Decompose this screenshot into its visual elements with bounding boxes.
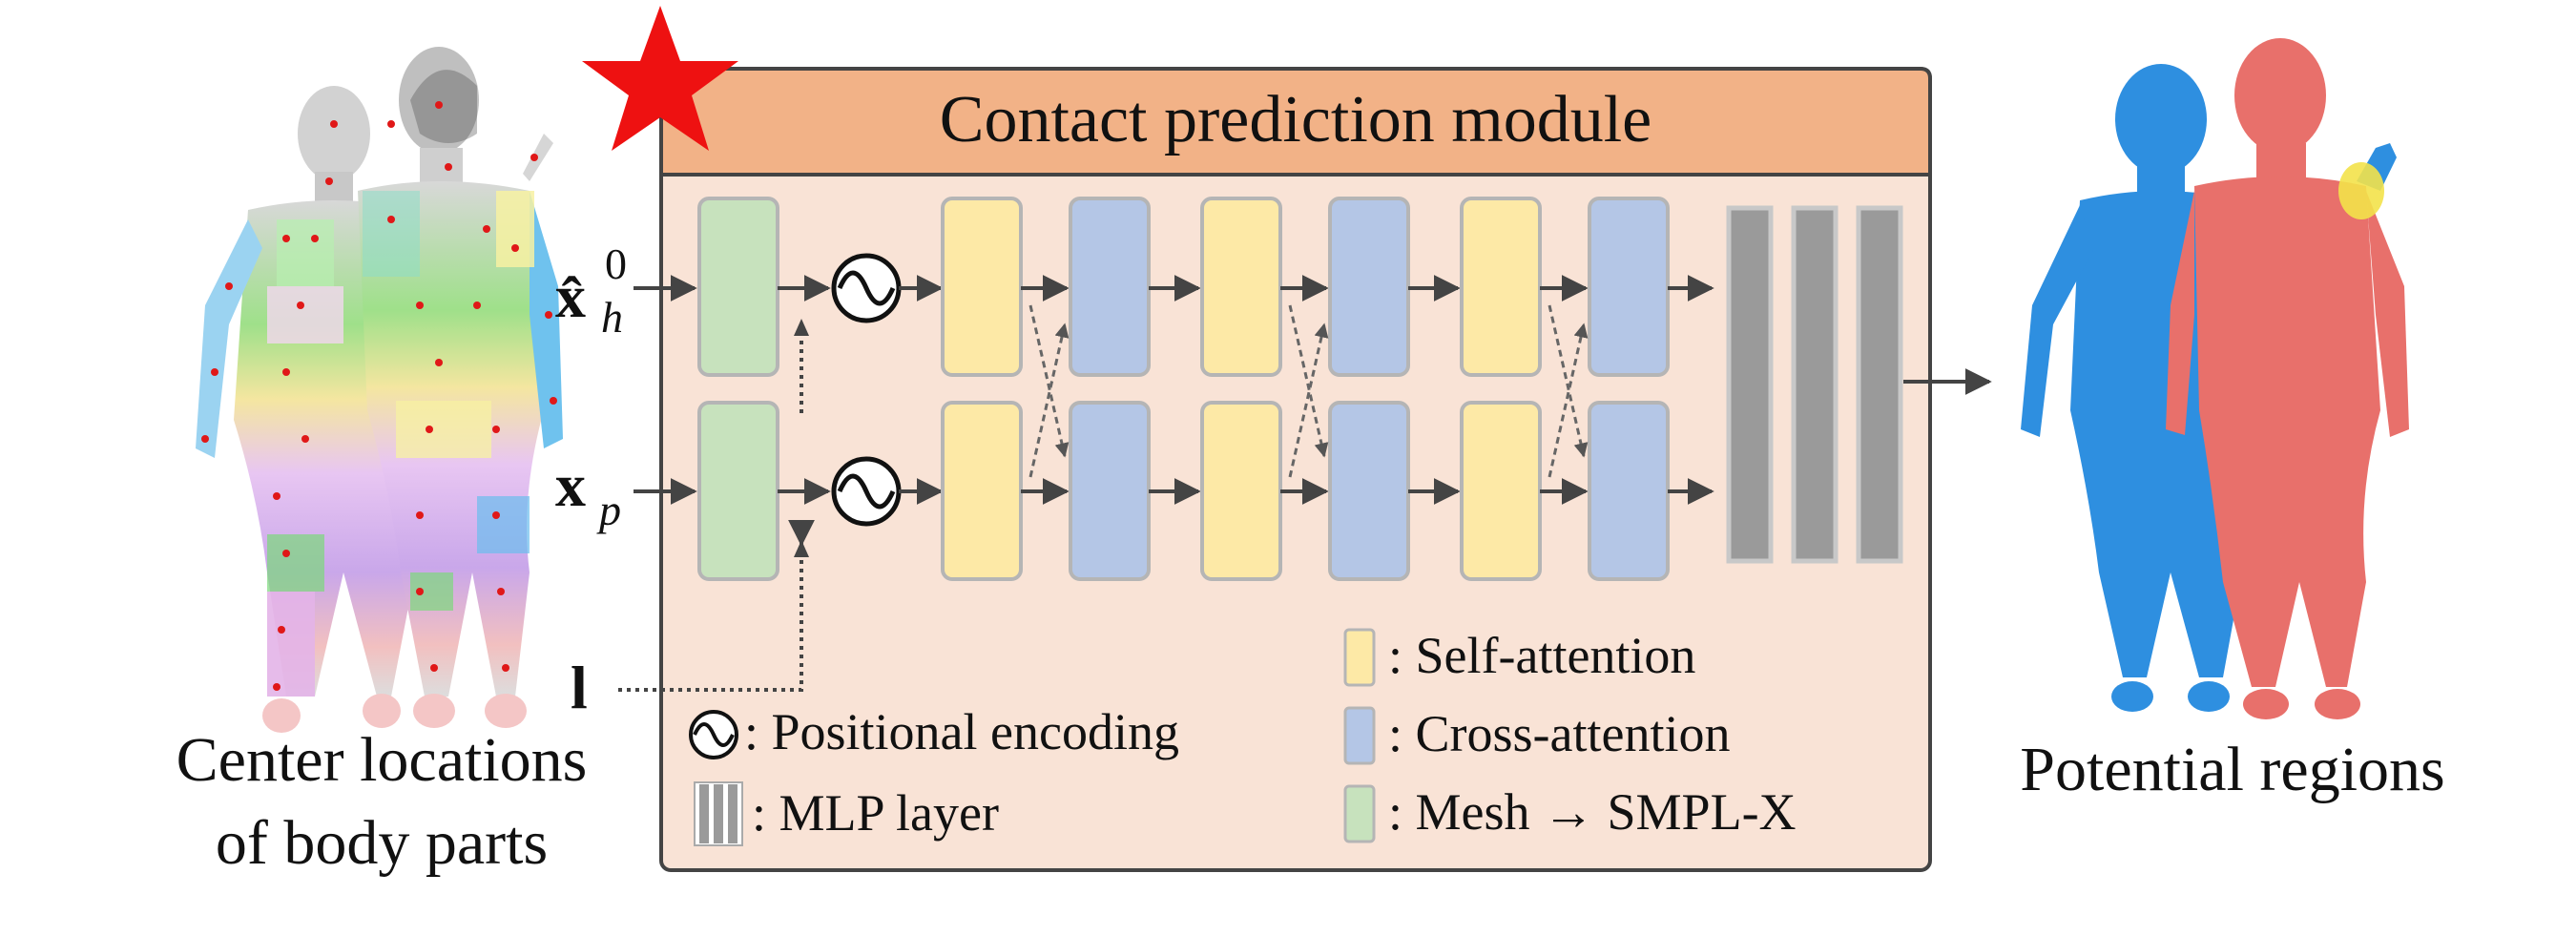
right-caption: Potential regions <box>2020 735 2444 804</box>
l-arrowhead-upper <box>794 319 809 336</box>
l-arrowhead-lower <box>794 540 809 557</box>
cross-connections <box>1028 304 1589 478</box>
legend-mlp-label: : MLP layer <box>752 784 999 842</box>
legend-mesh: : Mesh → SMPL-X <box>1343 783 1797 843</box>
mlp-block <box>1791 205 1839 564</box>
legend: : Positional encoding : MLP layer : Self… <box>689 627 1797 846</box>
mlp-layer-icon <box>694 781 743 846</box>
cross-attention-block <box>1588 197 1670 377</box>
legend-positional-label: : Positional encoding <box>744 703 1179 760</box>
potential-regions-figure <box>2021 38 2409 719</box>
self-attention-block <box>1200 197 1282 377</box>
cross-attention-block <box>1328 197 1410 377</box>
cross-attention-block <box>1069 401 1151 581</box>
module-title: Contact prediction module <box>940 83 1652 156</box>
self-attention-block <box>1460 401 1542 581</box>
human-red <box>2166 38 2409 719</box>
input-xh-label: x̂ 0 h <box>555 239 627 342</box>
row-xh <box>697 197 1714 377</box>
self-attention-block <box>1460 197 1542 377</box>
cross-attention-swatch <box>1343 706 1376 765</box>
mlp-block <box>1856 205 1903 564</box>
self-attention-block <box>1200 401 1282 581</box>
legend-mlp: : MLP layer <box>694 781 999 846</box>
input-xp-sub: p <box>596 486 621 534</box>
star-icon <box>582 6 738 151</box>
sine-wave-icon <box>831 253 902 323</box>
contact-highlight <box>2338 162 2384 219</box>
mlp-block <box>1726 205 1774 564</box>
cross-attention-block <box>1588 401 1670 581</box>
sine-wave-icon <box>831 456 902 527</box>
input-xp-main: x <box>555 451 586 519</box>
self-attention-block <box>941 401 1023 581</box>
self-attention-block <box>941 197 1023 377</box>
left-caption-line1: Center locations <box>177 725 588 795</box>
input-xh-sub: h <box>601 293 623 342</box>
segmented-human-right <box>358 47 563 728</box>
body-parts-figure <box>196 47 563 733</box>
cross-attention-block <box>1328 401 1410 581</box>
legend-mesh-label: : Mesh → SMPL-X <box>1388 783 1797 841</box>
cross-attention-block <box>1069 197 1151 377</box>
input-xh-main: x̂ <box>555 262 586 330</box>
legend-self-attention: : Self-attention <box>1343 627 1695 687</box>
input-xp-label: x p <box>555 451 621 534</box>
mesh-block <box>697 401 779 581</box>
legend-self-label: : Self-attention <box>1388 627 1695 684</box>
mesh-swatch <box>1343 784 1376 843</box>
self-attention-swatch <box>1343 628 1376 687</box>
mlp-layers <box>1726 205 1903 564</box>
mesh-block <box>697 197 779 377</box>
legend-positional-encoding: : Positional encoding <box>689 703 1179 760</box>
legend-cross-label: : Cross-attention <box>1388 705 1730 762</box>
left-caption-line2: of body parts <box>216 808 548 878</box>
legend-cross-attention: : Cross-attention <box>1343 705 1730 765</box>
center-location-dots <box>201 101 557 691</box>
sine-wave-icon <box>689 710 738 759</box>
input-xh-sup: 0 <box>605 239 627 288</box>
input-l-label: l <box>571 654 588 721</box>
row-xp <box>697 401 1714 581</box>
